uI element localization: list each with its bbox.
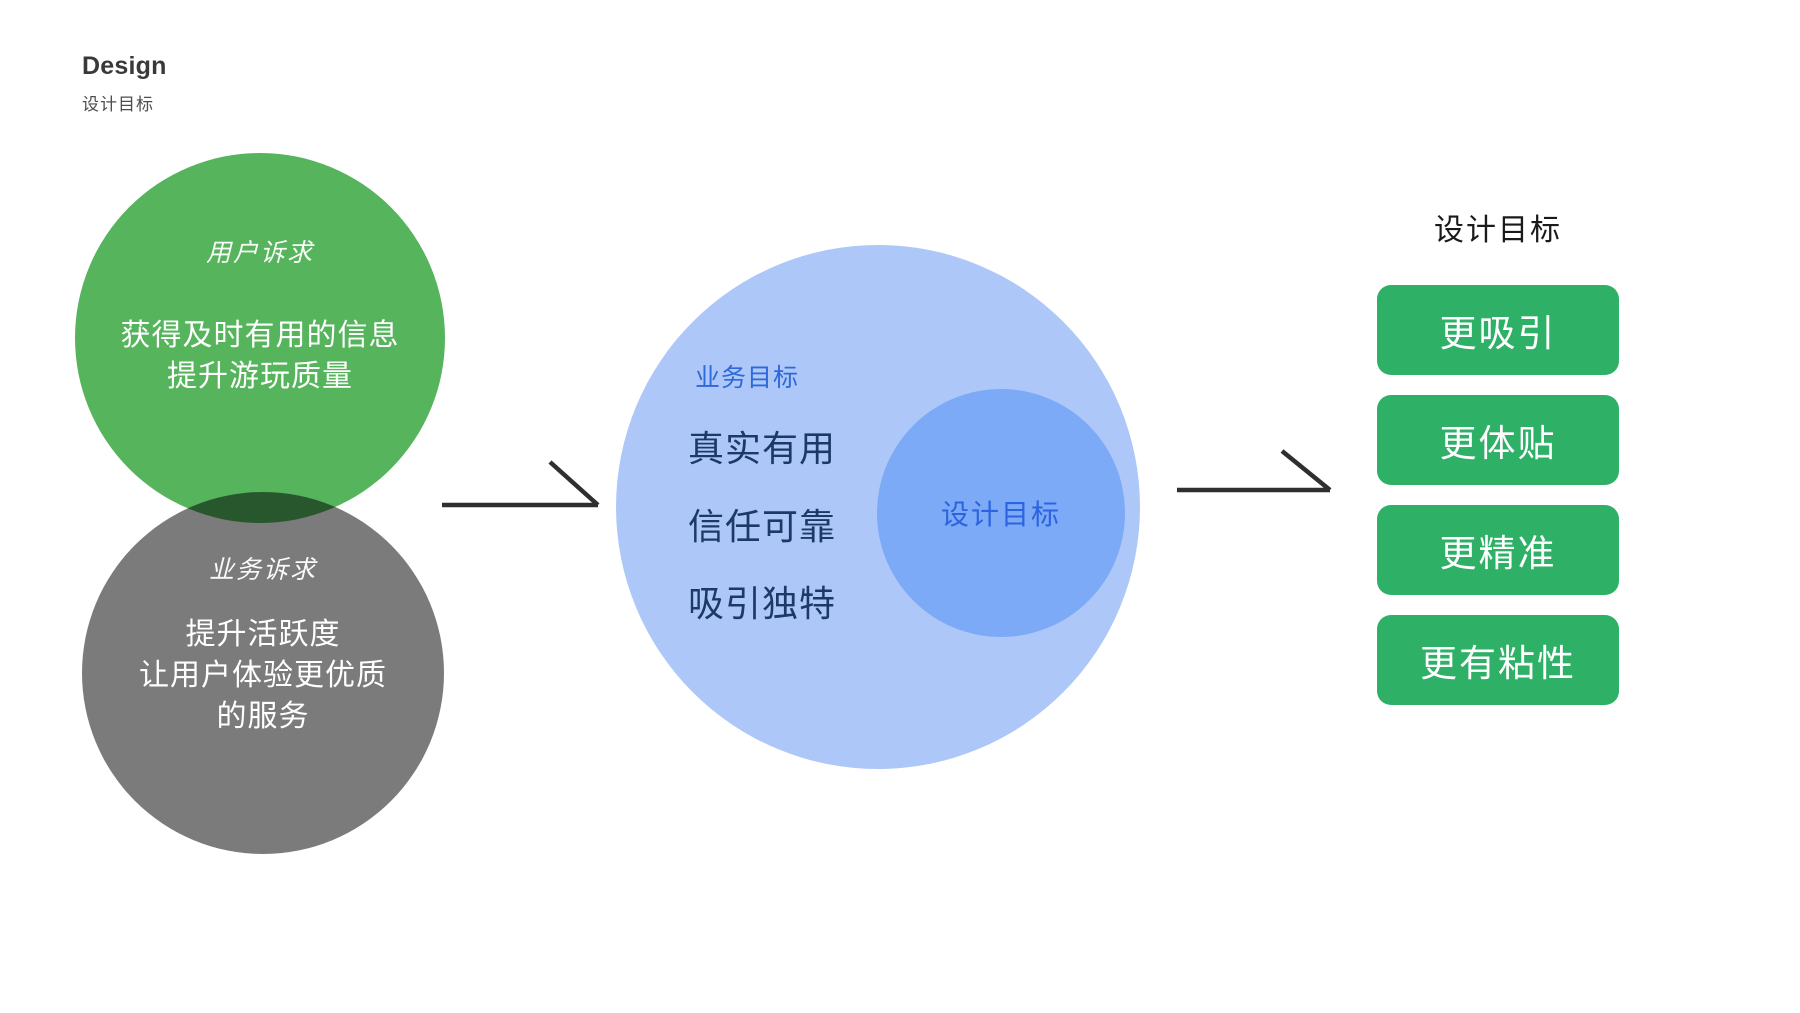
user-needs-circle: 用户诉求 获得及时有用的信息 提升游玩质量 — [75, 153, 445, 523]
arrow-middle-to-right — [1177, 449, 1332, 493]
goal-item-trustworthy: 信任可靠 — [688, 506, 837, 547]
goal-chip-more-sticky: 更有粘性 — [1377, 615, 1619, 705]
goal-item-attractive: 吸引独特 — [688, 583, 837, 624]
slide-header: Design 设计目标 — [82, 52, 167, 115]
slide-subtitle: 设计目标 — [82, 95, 154, 114]
slide-title: Design — [82, 52, 167, 80]
business-needs-line-2: 让用户体验更优质 — [139, 659, 387, 692]
user-needs-text: 获得及时有用的信息 提升游玩质量 — [75, 315, 445, 397]
goal-chip-more-precise: 更精准 — [1377, 505, 1619, 595]
business-goal-label: 业务目标 — [695, 364, 800, 392]
design-goals-column: 设计目标 更吸引 更体贴 更精准 更有粘性 — [1377, 205, 1619, 725]
arrow-left-to-middle — [442, 460, 600, 508]
business-needs-label: 业务诉求 — [208, 556, 317, 584]
goal-chip-more-considerate: 更体贴 — [1377, 395, 1619, 485]
user-needs-line-2: 提升游玩质量 — [167, 360, 353, 393]
business-needs-circle: 业务诉求 提升活跃度 让用户体验更优质 的服务 — [82, 492, 444, 854]
business-needs-line-1: 提升活跃度 — [185, 618, 341, 651]
user-needs-line-1: 获得及时有用的信息 — [120, 319, 400, 352]
design-goal-circle: 设计目标 — [877, 389, 1125, 637]
design-goals-list: 更吸引 更体贴 更精准 更有粘性 — [1377, 285, 1619, 705]
design-goals-heading: 设计目标 — [1434, 214, 1562, 247]
business-needs-text: 提升活跃度 让用户体验更优质 的服务 — [82, 614, 444, 737]
user-needs-label: 用户诉求 — [205, 239, 314, 267]
design-goal-circle-label: 设计目标 — [940, 499, 1061, 530]
business-needs-line-3: 的服务 — [216, 700, 310, 733]
goal-item-authentic: 真实有用 — [688, 428, 837, 469]
goal-chip-more-attractive: 更吸引 — [1377, 285, 1619, 375]
